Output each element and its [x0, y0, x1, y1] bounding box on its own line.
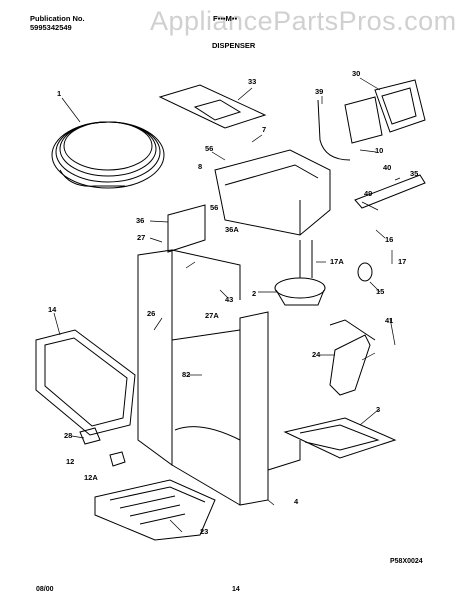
callout-28: 28 — [64, 431, 73, 440]
callout-17a: 17A — [330, 257, 344, 266]
callout-1: 1 — [57, 89, 62, 98]
footer-date: 08/00 — [36, 586, 54, 593]
dispenser-housing — [214, 149, 331, 236]
callout-14: 14 — [48, 305, 57, 314]
cabinet-frame — [137, 249, 301, 506]
callout-43: 43 — [225, 295, 234, 304]
callout-41: 41 — [385, 316, 394, 325]
leader-lines — [53, 77, 401, 533]
callout-16: 16 — [385, 235, 394, 244]
access-panel — [35, 329, 136, 436]
ice-chute-funnel — [274, 240, 326, 306]
front-plate — [167, 204, 206, 253]
chute-door — [329, 319, 376, 396]
callout-4: 4 — [294, 497, 299, 506]
heater-plate — [283, 417, 397, 459]
footer-page-number: 14 — [232, 586, 240, 593]
callout-35: 35 — [410, 169, 419, 178]
callout-12a: 12A — [84, 473, 98, 482]
model-number: F▪▪▪M▪▪ — [213, 14, 238, 23]
callout-27a: 27A — [205, 311, 219, 320]
hinge-28 — [79, 427, 101, 445]
callout-36a: 36A — [225, 225, 239, 234]
callout-39: 39 — [315, 87, 324, 96]
callout-8: 8 — [198, 162, 203, 171]
publication-number: 5995342549 — [30, 23, 72, 32]
publication-label: Publication No. — [30, 14, 85, 23]
callout-26: 26 — [147, 309, 156, 318]
drip-tray — [94, 479, 216, 541]
figure-code: P58X0024 — [390, 558, 423, 565]
callout-40: 40 — [383, 163, 392, 172]
callout-33: 33 — [248, 77, 257, 86]
section-title: DISPENSER — [212, 41, 256, 50]
callout-30: 30 — [352, 69, 361, 78]
callout-49: 49 — [364, 189, 373, 198]
callout-7: 7 — [262, 125, 267, 134]
probe-assembly — [354, 174, 426, 209]
light-bulb — [357, 262, 373, 282]
wire-harness — [317, 99, 351, 161]
callout-3: 3 — [376, 405, 381, 414]
callout-17: 17 — [398, 257, 407, 266]
callout-82: 82 — [182, 370, 191, 379]
cover-plate — [158, 84, 267, 129]
callout-56-lower: 56 — [210, 203, 219, 212]
tubing-coil — [51, 121, 165, 189]
callout-12: 12 — [66, 457, 75, 466]
callout-36: 36 — [136, 216, 145, 225]
hinge-12a — [109, 451, 126, 467]
callout-56-upper: 56 — [205, 144, 214, 153]
dispenser-module — [344, 79, 426, 144]
callout-10: 10 — [375, 146, 384, 155]
callout-2: 2 — [252, 289, 257, 298]
callout-24: 24 — [312, 350, 321, 359]
callout-23: 23 — [200, 527, 209, 536]
callout-27: 27 — [137, 233, 146, 242]
watermark: AppliancePartsPros.com — [150, 6, 457, 36]
callout-15: 15 — [376, 287, 385, 296]
